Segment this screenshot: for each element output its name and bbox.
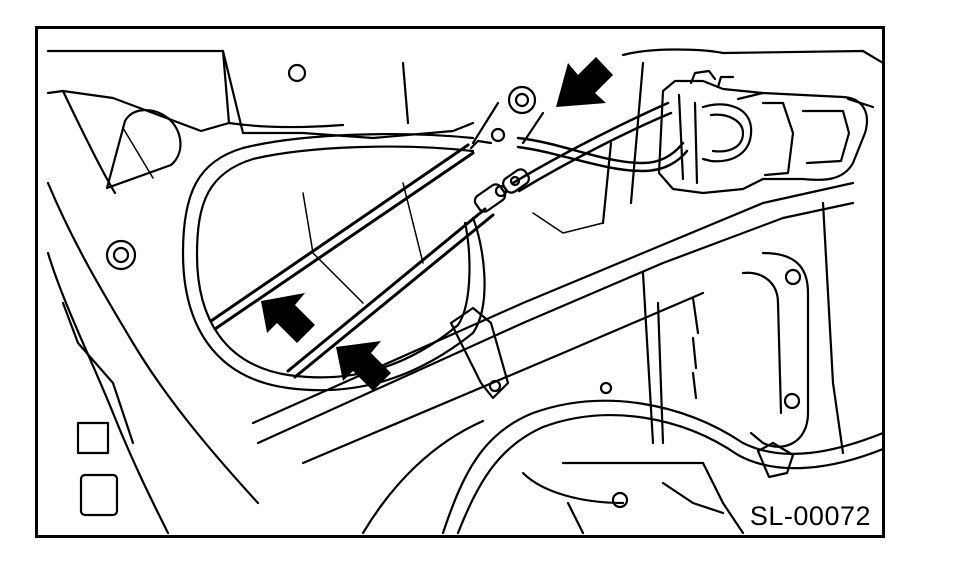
door-frame-right xyxy=(251,48,882,465)
door-lock-cable-illustration xyxy=(46,48,882,535)
panel-holes xyxy=(105,63,802,509)
wire-harness xyxy=(361,399,882,535)
handle-cables xyxy=(471,101,689,193)
panel-square-lower xyxy=(79,473,119,517)
arrow-down-left-icon xyxy=(556,57,613,107)
rod-clips xyxy=(473,168,530,213)
arrow-up-left-icon xyxy=(336,341,391,391)
cable-loop xyxy=(181,133,486,392)
panel-tab xyxy=(105,109,182,190)
figure-code: SL-00072 xyxy=(746,501,874,531)
door-handle-assembly xyxy=(657,69,875,195)
middle-bracket xyxy=(449,306,510,400)
panel-square-upper xyxy=(76,421,110,455)
lock-rods xyxy=(209,139,495,379)
door-inner-panel xyxy=(46,49,475,535)
figure-frame: SL-00072 xyxy=(35,26,885,538)
arrow-up-left-icon xyxy=(261,293,315,343)
